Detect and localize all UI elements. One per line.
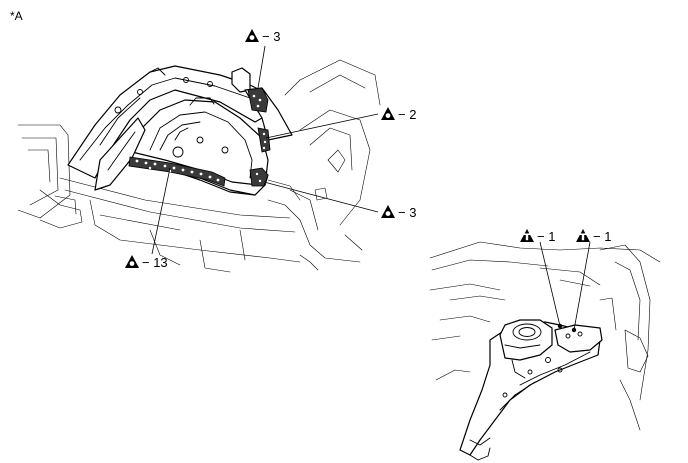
callout-weld-right-upper: − 2 — [381, 107, 416, 122]
spot-weld-icon — [381, 107, 395, 120]
view-label: *A — [10, 9, 23, 23]
plug-weld-icon — [576, 229, 590, 242]
callout-plug-right: − 1 — [576, 229, 611, 244]
leader-lines-main — [151, 45, 379, 255]
callout-weld-right-lower: − 3 — [381, 205, 416, 220]
weld-band-top — [247, 87, 269, 113]
main-body-outline — [17, 59, 381, 273]
callout-text: − 13 — [142, 255, 168, 270]
callout-text: − 3 — [398, 205, 416, 220]
plug-weld-icon — [520, 229, 534, 242]
callout-weld-bottom: − 13 — [125, 255, 168, 270]
weld-band-bottom — [128, 156, 226, 187]
callout-weld-top: − 3 — [245, 29, 280, 44]
spot-weld-icon — [381, 205, 395, 218]
spot-weld-icon — [245, 29, 259, 42]
detail-view-outline — [429, 241, 661, 431]
weld-band-right-lower — [249, 167, 269, 187]
leader-lines-detail — [539, 241, 591, 331]
spot-weld-icon — [125, 255, 139, 268]
detail-part — [459, 319, 603, 461]
callout-plug-left: − 1 — [520, 229, 555, 244]
callout-text: − 3 — [262, 29, 280, 44]
callout-text: − 1 — [537, 229, 555, 244]
weld-band-right-upper — [257, 127, 271, 153]
callout-text: − 1 — [593, 229, 611, 244]
callout-text: − 2 — [398, 107, 416, 122]
